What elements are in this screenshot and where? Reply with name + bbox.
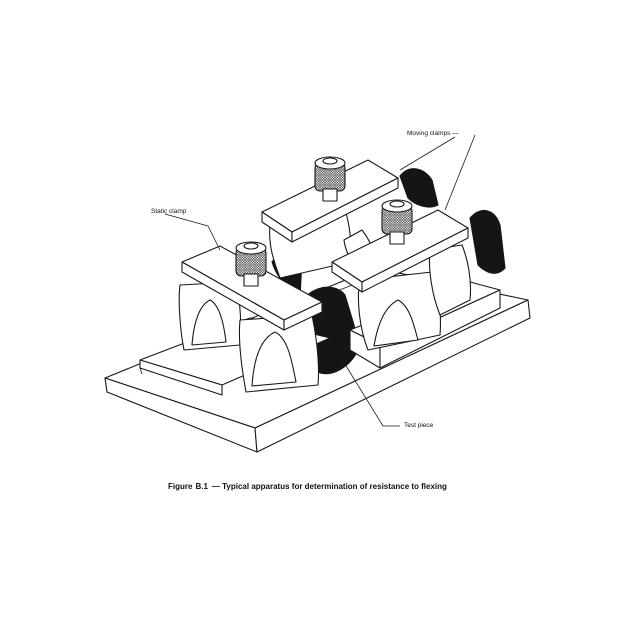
figure-number: B.1 [195,482,208,491]
figure-label: Figure [168,482,193,491]
static-clamp [139,241,331,396]
figure-title: — Typical apparatus for determination of… [211,482,447,491]
label-test-piece: Test piece [404,422,434,429]
label-static-clamp: Static clamp [151,208,187,215]
moving-clamps [261,156,501,369]
label-moving-clamps: Moving clamps — [407,130,459,137]
leader-lines [164,134,476,427]
